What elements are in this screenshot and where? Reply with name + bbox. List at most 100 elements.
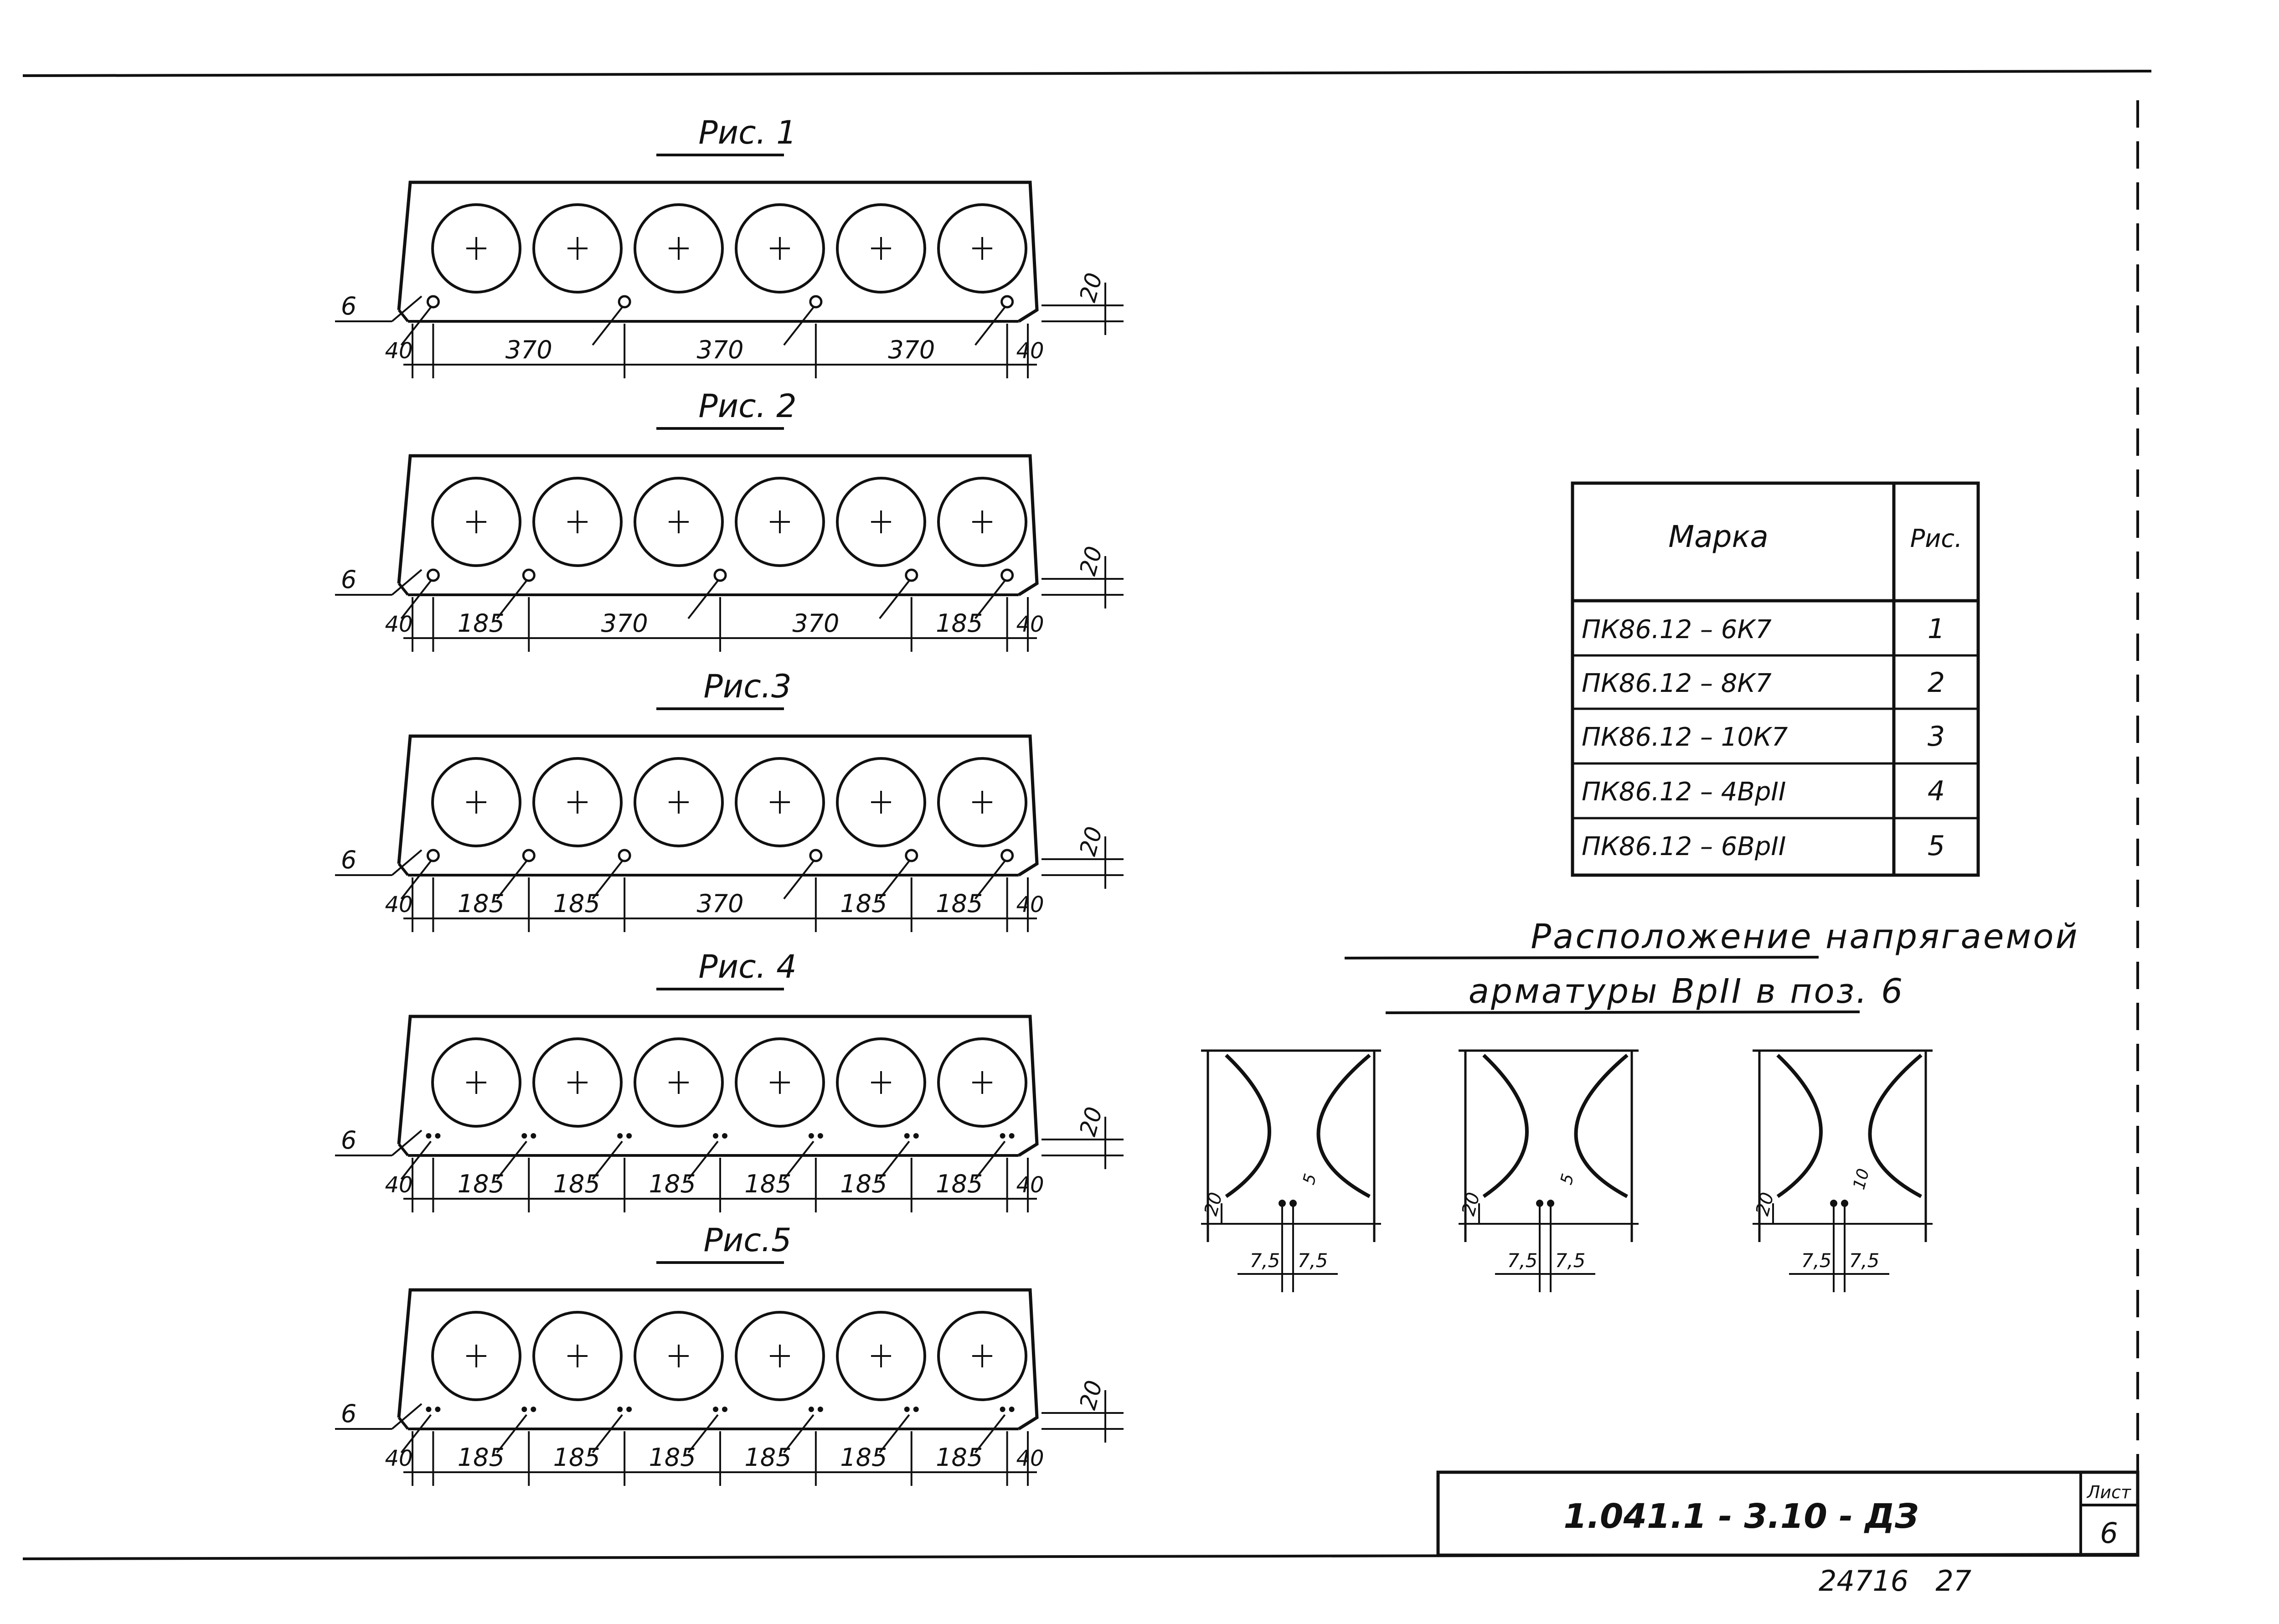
detail-dimension-label: 20 [1458, 1190, 1485, 1218]
slab-outline [397, 454, 1039, 596]
wire-bar [626, 1407, 632, 1412]
void-circle [735, 757, 825, 847]
void-circle [937, 203, 1027, 294]
leader-line [975, 580, 1006, 619]
position-leader-line [391, 1403, 423, 1430]
spacing-dimension-label: 185 [840, 889, 887, 918]
mark-table-border [1571, 481, 1980, 877]
position-leader-line [391, 1129, 423, 1156]
strand-bar [522, 568, 536, 582]
wire-bar [913, 1407, 919, 1412]
figure-title: Рис.5 [704, 1222, 792, 1259]
leader-line [783, 1414, 815, 1454]
slab-chamfer [397, 583, 409, 596]
mark-table-cell-fig: 1 [1928, 613, 1945, 645]
leader-line [496, 1414, 527, 1454]
void-circle [735, 1311, 825, 1401]
leader-line [592, 306, 623, 346]
mark-table-cell-mark: ПК86.12 – 4ВрII [1582, 777, 1786, 807]
spacing-dimension-label: 185 [458, 1170, 505, 1198]
slab-outline [397, 180, 1039, 323]
position-label: 6 [341, 565, 356, 594]
spacing-dimension-label: 370 [888, 335, 935, 364]
detail-title-underline [1385, 1010, 1860, 1014]
void-circle [532, 1037, 623, 1128]
strand-bar [809, 295, 823, 309]
spacing-dimension-label: 185 [936, 1443, 983, 1472]
spacing-dimension-label: 185 [936, 889, 983, 918]
edge-dimension-label: 40 [385, 892, 412, 918]
strand-bar [713, 568, 727, 582]
leader-line [879, 1140, 910, 1180]
leader-line [400, 1140, 432, 1180]
wire-bar [904, 1407, 910, 1412]
position-leader-line [391, 295, 423, 322]
leader-line [975, 306, 1006, 346]
spacing-dimension-label: 185 [649, 1443, 696, 1472]
void-circle [634, 1311, 724, 1401]
leader-line [783, 860, 815, 900]
void-circle [431, 203, 521, 294]
cover-dimension-label: 20 [1074, 270, 1107, 304]
strand-bar [1000, 849, 1014, 862]
wire-bar [904, 1133, 910, 1139]
spacing-dimension-label: 185 [840, 1443, 887, 1472]
spacing-dimension-label: 185 [744, 1443, 791, 1472]
leader-line [496, 1140, 527, 1180]
leader-line [783, 1140, 815, 1180]
mark-table-cell-mark: ПК86.12 – 6К7 [1582, 615, 1772, 644]
detail-dimension-label: 7,5 [1250, 1249, 1280, 1272]
edge-dimension-label: 40 [385, 1446, 412, 1471]
void-circle [937, 477, 1027, 567]
leader-line [400, 1414, 432, 1454]
cover-dimension-label: 20 [1074, 543, 1107, 578]
leader-line [687, 1140, 719, 1180]
position-label: 6 [341, 1126, 356, 1155]
spacing-dimension-label: 185 [936, 1170, 983, 1198]
void-circle [735, 203, 825, 294]
detail-dimension-label: 5 [1299, 1172, 1320, 1187]
edge-dimension-label: 40 [385, 338, 412, 364]
spacing-dimension-label: 370 [792, 609, 839, 638]
figure-title: Рис.3 [704, 668, 792, 705]
void-circle [634, 203, 724, 294]
strand-bar [522, 849, 536, 862]
spacing-dimension-label: 185 [649, 1170, 696, 1198]
void-arc [1482, 1054, 1529, 1198]
leader-line [496, 580, 527, 619]
position-label: 6 [341, 846, 356, 874]
void-circle [836, 757, 926, 847]
wire-bar [808, 1133, 814, 1139]
detail-dimension-label: 20 [1752, 1190, 1779, 1218]
spacing-dimension-label: 370 [696, 335, 743, 364]
wire-bar [817, 1407, 823, 1412]
void-circle [431, 1037, 521, 1128]
wire-bar [435, 1407, 441, 1412]
frame-top-line [22, 70, 2152, 77]
void-circle [532, 1311, 623, 1401]
sheet-number: 6 [2100, 1516, 2118, 1550]
void-arc [1574, 1053, 1629, 1198]
edge-dimension-label: 40 [1016, 892, 1044, 918]
footer-number: 24716 27 [1819, 1564, 1971, 1598]
void-circle [836, 477, 926, 567]
wire-bar [817, 1133, 823, 1139]
slab-chamfer [397, 863, 409, 876]
mark-table: Марка Рис. ПК86.12 – 6К7 1 ПК86.12 – 8К7… [1571, 481, 1980, 877]
leader-line [687, 1414, 719, 1454]
void-arc [1776, 1054, 1823, 1198]
detail-dimension-label: 7,5 [1555, 1249, 1586, 1272]
wire-bar [426, 1133, 432, 1139]
strand-bar [426, 849, 440, 862]
wire-bar [713, 1407, 718, 1412]
wire-bar [521, 1407, 527, 1412]
mark-table-cell-fig: 5 [1928, 830, 1945, 862]
position-leader-line [391, 849, 423, 876]
void-circle [836, 1311, 926, 1401]
edge-dimension-label: 40 [1016, 1172, 1044, 1198]
